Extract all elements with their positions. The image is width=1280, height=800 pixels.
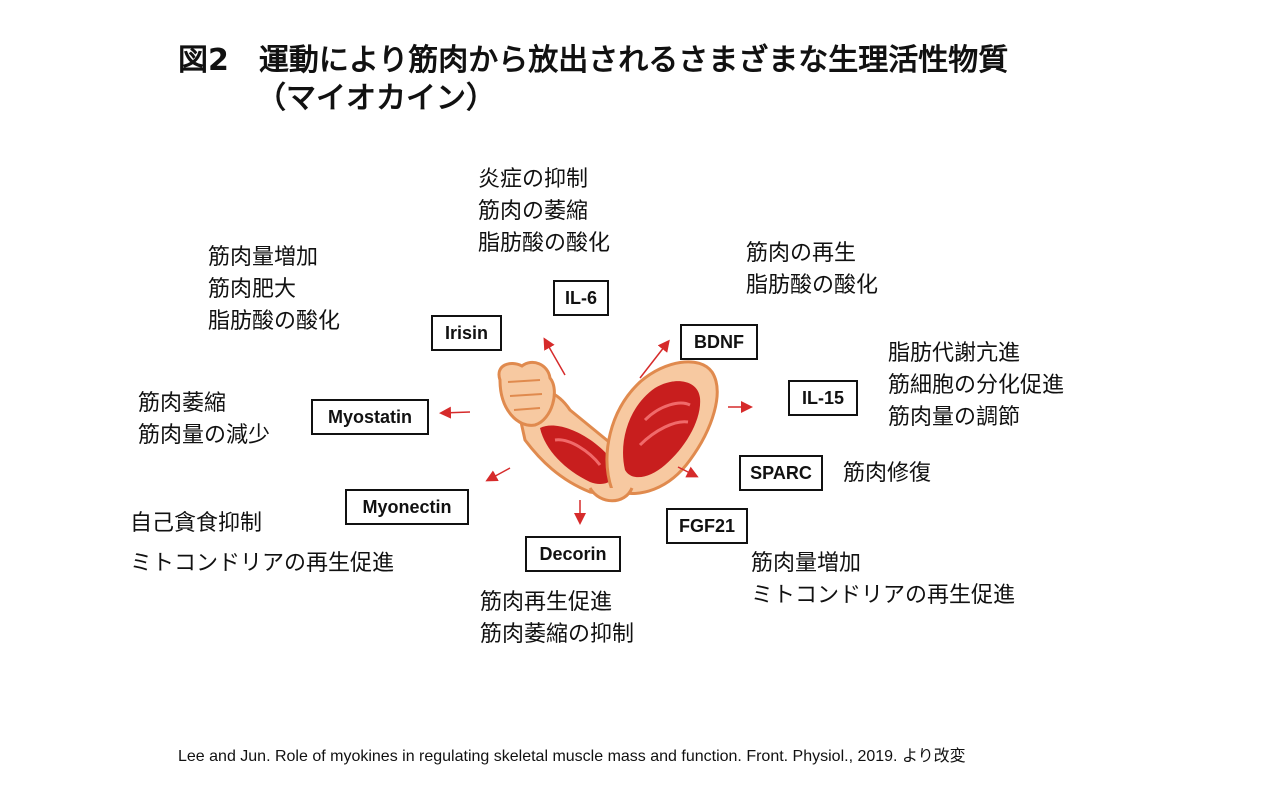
figure-title: 図2 運動により筋肉から放出されるさまざまな生理活性物質 （マイオカイン）: [178, 42, 1008, 118]
effect-item: 筋細胞の分化促進: [888, 373, 1065, 398]
effects-irisin: 筋肉量増加 筋肉肥大 脂肪酸の酸化: [208, 242, 340, 338]
effects-fgf21: 筋肉量増加 ミトコンドリアの再生促進: [751, 548, 1015, 612]
effects-il6: 炎症の抑制 筋肉の萎縮 脂肪酸の酸化: [478, 164, 610, 260]
release-arrows: [439, 337, 753, 525]
arrow-bdnf: [639, 339, 670, 379]
myokine-box-il15: IL-15: [788, 380, 858, 416]
effect-item: 自己貪食抑制: [130, 511, 263, 536]
arrow-sparc: [677, 466, 699, 478]
effects-myonectin: 自己貪食抑制 ミトコンドリアの再生促進: [130, 504, 394, 584]
flexed-arm-icon: [497, 360, 719, 503]
effect-item: 筋肉の再生: [746, 241, 857, 266]
effect-item: 脂肪酸の酸化: [478, 231, 611, 256]
myokine-box-decorin: Decorin: [525, 536, 621, 572]
effect-item: 脂肪代謝亢進: [888, 341, 1021, 366]
myokine-box-myostatin: Myostatin: [311, 399, 429, 435]
effect-item: 筋肉再生促進: [480, 590, 613, 615]
effect-item: 炎症の抑制: [478, 167, 589, 192]
effect-item: 筋肉量の調節: [888, 405, 1021, 430]
effect-item: 筋肉量の減少: [138, 423, 271, 448]
myokine-box-sparc: SPARC: [739, 455, 823, 491]
arrow-myostatin: [439, 406, 471, 419]
effect-item: ミトコンドリアの再生促進: [751, 583, 1016, 608]
effect-item: 筋肉量増加: [208, 245, 319, 270]
myokine-box-bdnf: BDNF: [680, 324, 758, 360]
citation: Lee and Jun. Role of myokines in regulat…: [178, 748, 966, 765]
myokine-box-il6: IL-6: [553, 280, 609, 316]
arrow-il6: [543, 337, 566, 376]
arrow-myonectin: [485, 467, 511, 482]
myokine-box-myonectin: Myonectin: [345, 489, 469, 525]
effect-item: 脂肪酸の酸化: [208, 309, 341, 334]
effects-sparc: 筋肉修復: [843, 458, 931, 490]
effects-decorin: 筋肉再生促進 筋肉萎縮の抑制: [480, 587, 634, 651]
figure-title-line1: 図2 運動により筋肉から放出されるさまざまな生理活性物質: [178, 43, 1009, 78]
effects-il15: 脂肪代謝亢進 筋細胞の分化促進 筋肉量の調節: [888, 338, 1064, 434]
effect-item: 筋肉萎縮: [138, 391, 227, 416]
effect-item: 筋肉修復: [843, 461, 932, 486]
effect-item: 筋肉肥大: [208, 277, 297, 302]
effect-item: ミトコンドリアの再生促進: [130, 551, 395, 576]
myokine-box-fgf21: FGF21: [666, 508, 748, 544]
myokine-box-irisin: Irisin: [431, 315, 502, 351]
figure-title-line2: （マイオカイン）: [256, 81, 496, 116]
effect-item: 脂肪酸の酸化: [746, 273, 879, 298]
effect-item: 筋肉量増加: [751, 551, 862, 576]
effect-item: 筋肉の萎縮: [478, 199, 589, 224]
effect-item: 筋肉萎縮の抑制: [480, 622, 635, 647]
effects-myostatin: 筋肉萎縮 筋肉量の減少: [138, 388, 270, 452]
effects-bdnf: 筋肉の再生 脂肪酸の酸化: [746, 238, 878, 302]
